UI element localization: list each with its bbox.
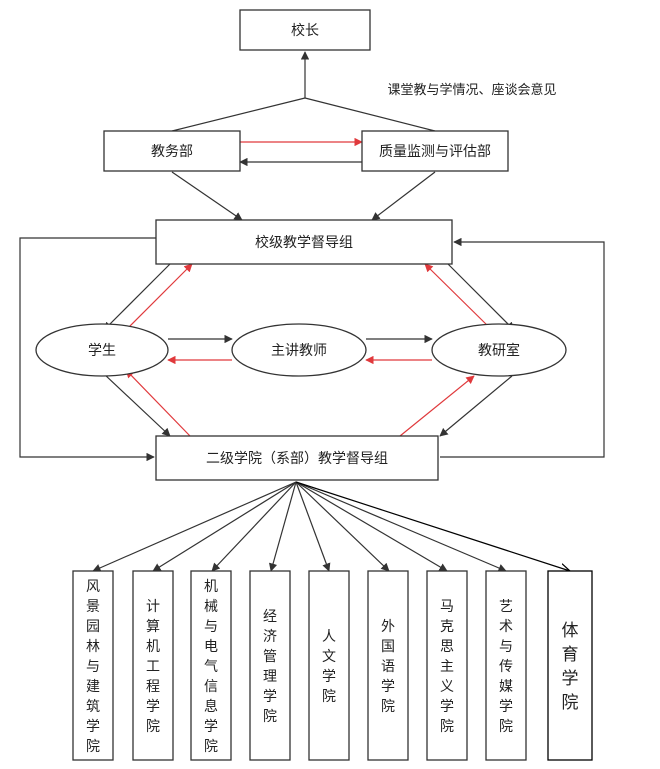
college-box-8: 艺术与传媒学院 [485, 570, 527, 761]
connectors [19, 51, 605, 572]
arrow-to-college-6 [295, 481, 390, 572]
arrow-to-college-5 [295, 481, 331, 572]
arrow-office-to-college [439, 375, 513, 437]
arrow-college-to-students [125, 369, 191, 437]
college-box-7: 马克思主义学院 [426, 570, 468, 761]
college-label-6: 外国语学院 [381, 619, 395, 715]
college-supervision-label: 二级学院（系部）教学督导组 [206, 451, 388, 467]
node-college-supervision: 二级学院（系部）教学督导组 [155, 435, 439, 481]
college-label-9: 体育学院 [562, 621, 579, 713]
arrow-to-college-4 [269, 481, 297, 572]
arrow-students-to-college [103, 373, 171, 437]
college-label-5: 人文学院 [322, 629, 336, 705]
node-principal: 校长 [239, 9, 371, 51]
arrow-loop-right [440, 237, 605, 458]
students-label: 学生 [88, 343, 116, 359]
college-box-6: 外国语学院 [367, 570, 409, 761]
principal-label: 校长 [291, 22, 319, 39]
teaching-office-label: 教研室 [478, 342, 520, 359]
arrow-to-college-8 [295, 481, 507, 572]
feedback-annotation: 课堂教与学情况、座谈会意见 [387, 82, 556, 98]
college-box-1: 风景园林与建筑学院 [72, 570, 114, 761]
node-academic-affairs: 教务部 [103, 130, 241, 172]
arrow-students-to-school [121, 263, 193, 335]
line-quality-to-principal [304, 97, 436, 132]
arrow-loop-left [19, 237, 156, 462]
college-boxes: 风景园林与建筑学院 计算机工程学院 机械与电气信息学院 经济管理学院 人文学院 外国语学院… [72, 570, 593, 761]
arrow-to-college-9 [295, 481, 570, 571]
line-academic-to-principal [171, 97, 306, 132]
arrow-quality-to-school-supervision [371, 171, 436, 221]
arrow-college-to-office [399, 375, 475, 437]
college-label-4: 经济管理学院 [263, 609, 277, 725]
quality-dept-label: 质量监测与评估部 [379, 144, 491, 160]
node-school-supervision: 校级教学督导组 [155, 219, 453, 265]
college-label-8: 艺术与传媒学院 [499, 599, 513, 735]
node-quality-dept: 质量监测与评估部 [361, 130, 509, 172]
college-box-2: 计算机工程学院 [132, 570, 174, 761]
school-supervision-label: 校级教学督导组 [255, 234, 353, 251]
arrow-to-college-7 [295, 481, 448, 572]
college-box-5: 人文学院 [308, 570, 350, 761]
arrow-school-to-office [447, 263, 515, 331]
node-students: 学生 [35, 323, 169, 377]
arrow-to-college-3 [211, 481, 297, 572]
college-label-1: 风景园林与建筑学院 [86, 579, 100, 755]
college-label-7: 马克思主义学院 [440, 599, 454, 735]
arrow-to-college-2 [152, 481, 297, 572]
arrow-office-to-school [424, 263, 493, 331]
college-label-2: 计算机工程学院 [146, 599, 160, 735]
college-label-3: 机械与电气信息学院 [204, 579, 218, 755]
college-box-3: 机械与电气信息学院 [190, 570, 232, 761]
college-box-9: 体育学院 [547, 570, 593, 761]
arrow-school-to-students [103, 263, 171, 331]
node-teaching-office: 教研室 [431, 323, 567, 377]
lecturers-label: 主讲教师 [271, 343, 327, 359]
arrow-to-college-1 [92, 481, 297, 572]
college-box-4: 经济管理学院 [249, 570, 291, 761]
arrow-academic-to-school-supervision [171, 171, 243, 221]
academic-affairs-label: 教务部 [151, 144, 193, 160]
node-lecturers: 主讲教师 [231, 323, 367, 377]
